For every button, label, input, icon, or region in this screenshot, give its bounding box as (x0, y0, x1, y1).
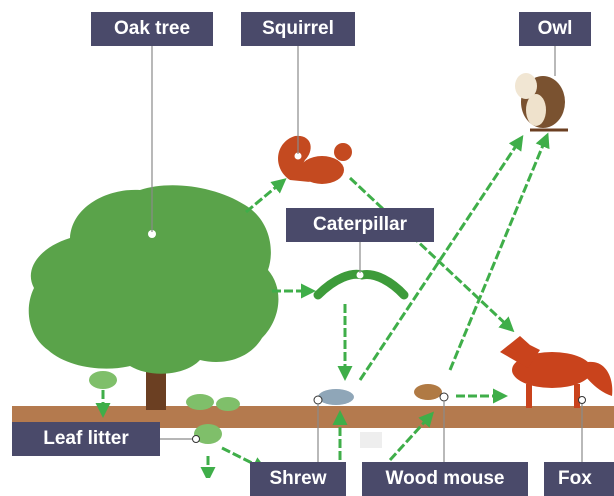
fox-label: Fox (544, 462, 614, 496)
fox-leg (574, 384, 580, 408)
under-ground-patch (360, 432, 382, 448)
wood-mouse-pointer-dot (440, 393, 448, 401)
leaf-litter-pointer-dot (193, 436, 200, 443)
leaf-shape (89, 371, 117, 389)
oak-tree-illustration (29, 185, 279, 410)
arrow-oak-to-squirrel (246, 182, 282, 212)
owl-label: Owl (519, 12, 591, 46)
wood-mouse-illustration (414, 384, 448, 401)
shrew-body (318, 389, 354, 405)
squirrel-body (300, 156, 344, 184)
arrow-shrew-to-owl (360, 140, 520, 380)
shrew-illustration (314, 389, 354, 405)
arrow-squirrel-to-fox (350, 178, 510, 328)
wood-mouse-label: Wood mouse (362, 462, 528, 496)
owl-belly (526, 94, 546, 126)
fox-tail (585, 362, 612, 396)
fox-pointer-dot (579, 397, 586, 404)
squirrel-head (334, 143, 352, 161)
caterpillar-label: Caterpillar (286, 208, 434, 242)
leaf-shape (216, 397, 240, 411)
caterpillar-illustration (318, 272, 404, 296)
owl-illustration (515, 73, 568, 130)
shrew-pointer-dot (314, 396, 322, 404)
fox-illustration (500, 336, 612, 408)
leaf-shape (186, 394, 214, 410)
wood-mouse-body (414, 384, 442, 400)
squirrel-illustration (278, 136, 352, 184)
oak-tree-label: Oak tree (91, 12, 213, 46)
squirrel-label: Squirrel (241, 12, 355, 46)
fox-leg (526, 384, 532, 408)
leaf-litter-label: Leaf litter (12, 422, 160, 456)
shrew-label: Shrew (250, 462, 346, 496)
food-web-diagram: Oak tree Squirrel Owl Caterpillar Leaf l… (0, 0, 614, 478)
oak-canopy (29, 185, 279, 373)
